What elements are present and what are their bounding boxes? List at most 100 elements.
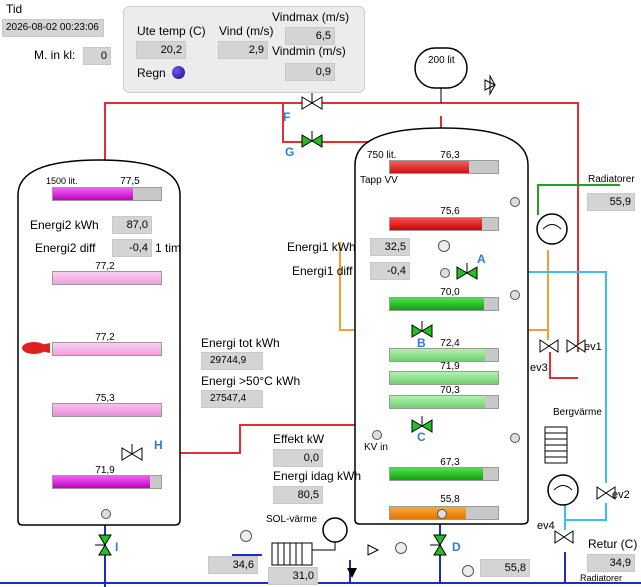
sol-right-value: 55,8	[480, 559, 530, 577]
effekt-value: 0,0	[273, 449, 323, 467]
valve-A-icon[interactable]	[455, 263, 479, 283]
time-value: 2026-08-02 00:23:06	[2, 19, 104, 37]
right-level-4-bar	[389, 348, 499, 362]
energi2-value: 87,0	[112, 216, 152, 234]
left-level-1-bar	[52, 187, 162, 201]
vindmax-label: Vindmax (m/s)	[272, 10, 350, 24]
valve-ev3-icon[interactable]	[538, 335, 560, 357]
pump-sol-icon	[322, 517, 348, 543]
right-level-3-value: 70,0	[440, 287, 460, 298]
sensor-a-icon	[440, 268, 450, 278]
radiatorer-label: Radiatorer	[588, 174, 635, 185]
sensor-left-icon	[101, 509, 111, 519]
label-ev2: ev2	[612, 489, 630, 501]
sensor-sol3-icon	[462, 565, 474, 577]
label-I: I	[115, 540, 119, 554]
energi1-value: 32,5	[370, 238, 410, 256]
time-label: Tid	[6, 2, 23, 16]
sensor-energi1-icon	[438, 240, 450, 252]
label-ev4: ev4	[537, 520, 555, 532]
sensor-sol2-icon	[395, 542, 407, 554]
energi1-label: Energi1 kWh	[287, 240, 356, 254]
vindmin-value: 0,9	[285, 63, 335, 81]
energi1-diff-label: Energi1 diff	[292, 264, 353, 278]
energi-tot-value: 29744,9	[201, 352, 263, 370]
retur-sub-label: Radiatorer	[580, 573, 623, 583]
vind-label: Vind (m/s)	[219, 24, 274, 38]
m-in-label: M. in kl:	[34, 48, 76, 62]
right-level-1-value: 76,3	[440, 150, 460, 161]
energi1-diff-value: -0,4	[370, 262, 410, 280]
vindmin-label: Vindmin (m/s)	[272, 44, 346, 58]
energi2-diff-value: -0,4	[112, 239, 152, 257]
valve-ev4-icon[interactable]	[553, 526, 575, 548]
label-B: B	[417, 336, 426, 350]
sensor-r4-icon	[510, 433, 520, 443]
retur-value: 34,9	[587, 554, 635, 572]
right-level-5-bar	[389, 371, 499, 385]
left-level-4-bar	[52, 403, 162, 417]
sensor-kv-icon	[372, 430, 382, 440]
pump-radiator-icon	[536, 213, 568, 245]
left-tank-label: 1500 lit.	[46, 176, 78, 186]
valve-G-icon[interactable]	[300, 131, 324, 151]
bergvarme-exchanger-icon	[544, 426, 568, 464]
effekt-label: Effekt kW	[273, 432, 325, 446]
label-H: H	[154, 438, 163, 452]
left-level-3-bar	[52, 342, 162, 356]
energi-idag-label: Energi idag kWh	[273, 469, 362, 483]
sol-mid-value: 31,0	[268, 567, 318, 585]
left-level-2-bar	[52, 271, 162, 285]
energi-50-value: 27547,4	[201, 390, 263, 408]
left-level-2-value: 77,2	[95, 261, 115, 272]
safety-valve-top-icon	[484, 74, 497, 96]
energi2-label: Energi2 kWh	[30, 218, 99, 232]
left-level-4-value: 75,3	[95, 393, 115, 404]
valve-ev2-icon[interactable]	[595, 482, 617, 504]
valve-C-icon[interactable]	[410, 416, 434, 436]
energi-50-label: Energi >50°C kWh	[201, 374, 301, 388]
sensor-right-icon	[437, 509, 447, 519]
tapp-vv-label: Tapp VV	[360, 175, 398, 186]
valve-B-icon[interactable]	[410, 321, 434, 341]
left-level-5-value: 71,9	[95, 465, 115, 476]
label-ev3: ev3	[530, 362, 548, 374]
sensor-sol1-icon	[240, 530, 252, 542]
ute-temp-label: Ute temp (C)	[137, 24, 206, 38]
bergvarme-label: Bergvärme	[553, 407, 602, 418]
valve-F-icon[interactable]	[300, 93, 324, 113]
kv-in-label: KV in	[364, 442, 388, 453]
label-D: D	[452, 540, 461, 554]
right-level-7-bar	[389, 467, 499, 481]
tim-label: 1 tim	[155, 241, 182, 255]
small-tank-label: 200 lit	[428, 55, 455, 66]
vind-value: 2,9	[218, 41, 268, 59]
m-in-value: 0	[83, 47, 111, 65]
check-valve-icon	[347, 568, 357, 578]
regn-indicator-icon	[172, 66, 185, 79]
label-C: C	[417, 430, 426, 444]
right-level-8-value: 55,8	[440, 494, 460, 505]
valve-I-icon[interactable]	[95, 533, 115, 557]
regn-label: Regn	[137, 66, 166, 80]
energi2-diff-label: Energi2 diff	[35, 241, 96, 255]
right-level-6-bar	[389, 395, 499, 409]
left-level-5-bar	[52, 475, 162, 489]
left-level-3-value: 77,2	[95, 332, 115, 343]
valve-D-icon[interactable]	[430, 533, 450, 557]
left-level-1-value: 77,5	[120, 176, 140, 187]
energi-tot-label: Energi tot kWh	[201, 336, 280, 350]
valve-ev1-icon[interactable]	[565, 335, 587, 357]
right-level-1-bar	[389, 160, 499, 174]
right-level-4-value: 72,4	[440, 338, 460, 349]
sol-label: SOL-värme	[266, 514, 318, 525]
label-A: A	[477, 252, 486, 266]
sol-left-value: 34,6	[208, 556, 258, 574]
valve-H-icon[interactable]	[120, 444, 144, 464]
sol-exchanger-icon	[271, 542, 313, 566]
right-level-6-value: 70,3	[440, 385, 460, 396]
sensor-r3-icon	[510, 290, 520, 300]
right-level-2-bar	[389, 217, 499, 231]
right-level-2-value: 75,6	[440, 206, 460, 217]
label-ev1: ev1	[584, 341, 602, 353]
